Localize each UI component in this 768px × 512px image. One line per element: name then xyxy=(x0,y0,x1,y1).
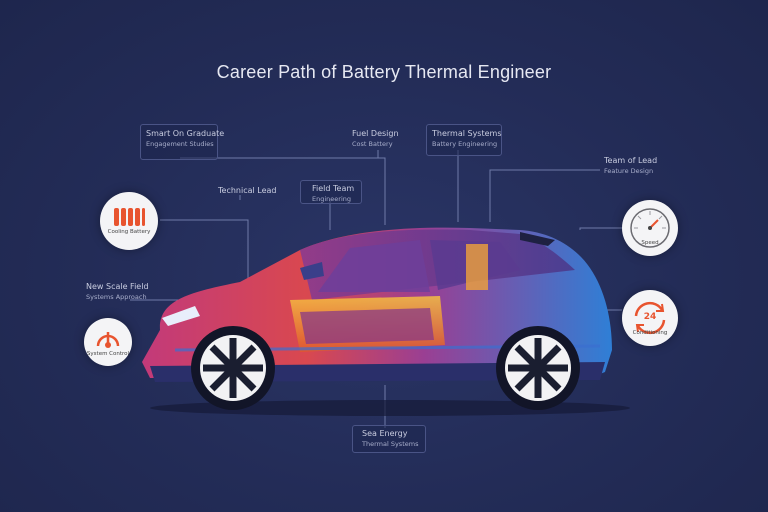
label-box-top-right xyxy=(426,124,502,156)
label-top-mid: Fuel Design Cost Battery xyxy=(352,129,399,149)
battery-badge: Cooling Battery xyxy=(100,192,158,250)
gauge-badge-caption: Speed xyxy=(641,240,659,246)
label-top-left-line1: Smart On Graduate xyxy=(146,129,225,138)
label-box-mid-center xyxy=(300,180,362,204)
label-top-right-line2: Battery Engineering xyxy=(432,140,498,148)
label-mid-left-line1: Technical Lead xyxy=(218,186,277,195)
label-bottom-line2: Thermal Systems xyxy=(362,440,419,448)
label-left-side-line2: Systems Approach xyxy=(86,293,147,301)
label-mid-center: Field Team Engineering xyxy=(312,184,354,204)
label-box-bottom xyxy=(352,425,426,453)
gauge-badge: Speed xyxy=(622,200,678,256)
label-top-mid-line2: Cost Battery xyxy=(352,140,393,148)
label-top-left: Smart On Graduate Engagement Studies xyxy=(146,129,224,149)
label-bottom: Sea Energy Thermal Systems xyxy=(362,429,418,449)
label-top-right-line1: Thermal Systems xyxy=(432,129,502,138)
label-top-right: Thermal Systems Battery Engineering xyxy=(432,129,502,149)
gauge-icon xyxy=(630,208,670,248)
thermometer-badge-caption: System Control xyxy=(86,351,130,357)
label-top-left-line2: Engagement Studies xyxy=(146,140,214,148)
battery-badge-caption: Cooling Battery xyxy=(107,229,151,235)
label-far-right-line2: Feature Design xyxy=(604,167,654,175)
label-top-mid-line1: Fuel Design xyxy=(352,129,399,138)
page-title: Career Path of Battery Thermal Engineer xyxy=(216,62,552,82)
label-far-right: Team of Lead Feature Design xyxy=(604,156,657,176)
cycle-arrows-icon xyxy=(634,301,666,335)
label-box-top-left xyxy=(140,124,218,160)
rear-wheel xyxy=(496,326,580,410)
battery-cells-icon xyxy=(114,208,145,226)
label-mid-center-line2: Engineering xyxy=(312,195,351,203)
label-far-right-line1: Team of Lead xyxy=(604,156,658,165)
thermometer-icon xyxy=(96,332,120,348)
label-mid-left: Technical Lead xyxy=(218,186,277,196)
cycle-badge-value: 24 xyxy=(643,312,657,322)
front-wheel xyxy=(191,326,275,410)
cycle-badge-caption: Conditioning xyxy=(632,330,668,336)
cycle-badge: 24 Conditioning xyxy=(622,290,678,346)
label-bottom-line1: Sea Energy xyxy=(362,429,408,438)
label-mid-center-line1: Field Team xyxy=(312,184,355,193)
label-left-side: New Scale Field Systems Approach xyxy=(86,282,149,302)
label-left-side-line1: New Scale Field xyxy=(86,282,149,291)
thermometer-badge: System Control xyxy=(84,318,132,366)
